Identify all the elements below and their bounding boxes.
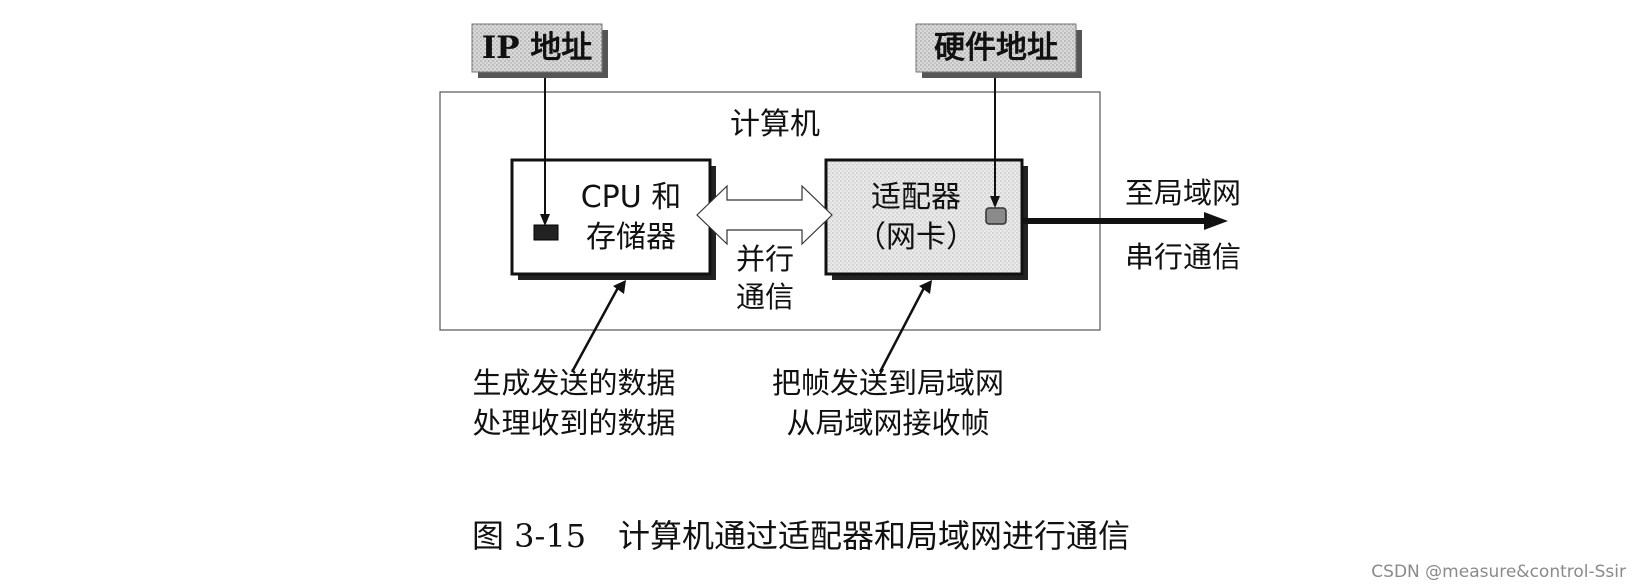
adapter-note-arrowhead	[919, 280, 932, 294]
adapter-note-pointer	[878, 283, 928, 373]
adapter-note-line2: 从局域网接收帧	[786, 406, 990, 440]
computer-title: 计算机	[730, 107, 820, 142]
memory-chip-icon	[533, 224, 559, 241]
adapter-port-icon	[985, 207, 1007, 225]
hw-pointer-arrowhead	[990, 196, 1000, 208]
serial-comm-label: 串行通信	[1124, 240, 1241, 274]
cpu-note-arrowhead	[613, 280, 626, 294]
parallel-double-arrow	[696, 184, 833, 246]
parallel-label-line1: 并行	[735, 242, 794, 276]
cpu-box-line2: 存储器	[586, 220, 676, 255]
to-lan-label: 至局域网	[1124, 176, 1241, 210]
figure-caption-text: 计算机通过适配器和局域网进行通信	[618, 517, 1131, 555]
cpu-box-line1: CPU 和	[580, 180, 682, 215]
watermark: CSDN @measure&control-Ssir	[1371, 562, 1626, 582]
computer-frame	[439, 91, 1101, 331]
figure-caption-number: 图 3-15	[472, 517, 587, 555]
adapter-note-line1: 把帧发送到局域网	[771, 366, 1004, 400]
parallel-label-line2: 通信	[735, 280, 794, 314]
serial-link-arrowhead	[1204, 212, 1228, 230]
hw-tag	[915, 23, 1077, 73]
cpu-note-pointer	[570, 283, 622, 373]
ip-tag	[471, 23, 603, 73]
adapter-box-line1: 适配器	[871, 180, 961, 215]
hardware-address-tag-label: 硬件地址	[934, 30, 1058, 66]
cpu-note-line1: 生成发送的数据	[472, 366, 676, 400]
cpu-note-line2: 处理收到的数据	[472, 406, 676, 440]
adapter-box-line2: （网卡）	[856, 220, 976, 255]
ip-pointer-arrowhead	[540, 214, 550, 226]
ip-address-tag-label: IP 地址	[481, 30, 593, 66]
